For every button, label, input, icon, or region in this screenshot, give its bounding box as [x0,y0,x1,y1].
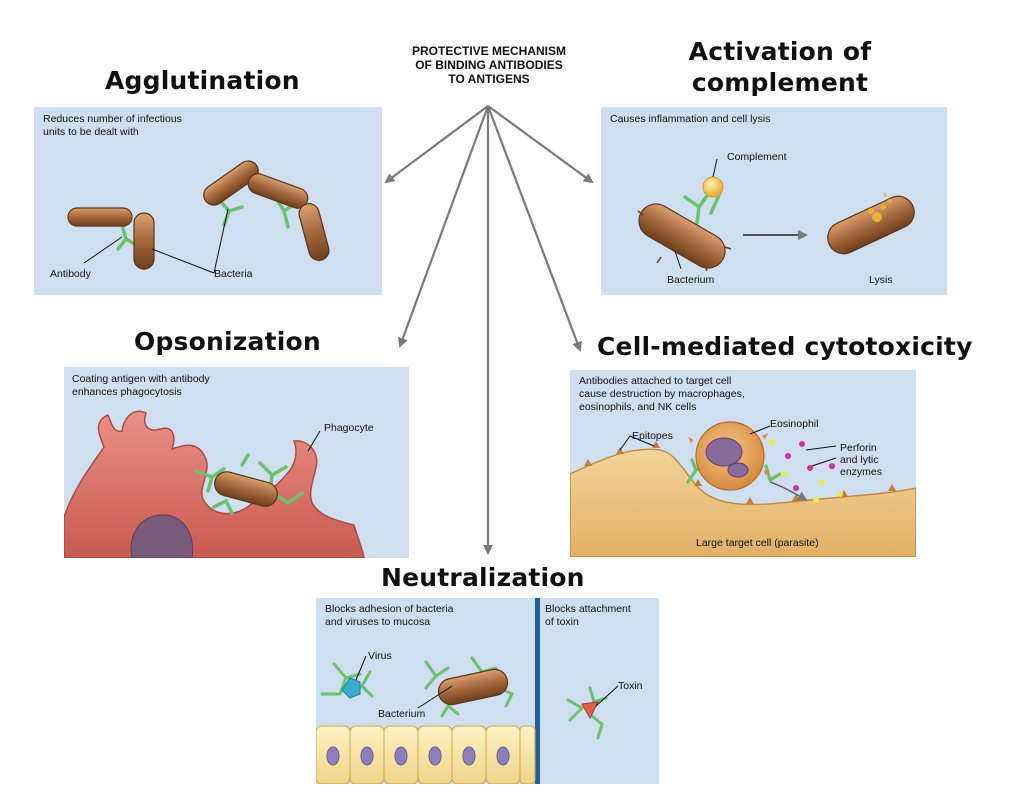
cytotoxicity-illustration [570,421,916,557]
mucosa-cells [316,725,536,784]
cytotoxicity-caption-line-2: cause destruction by macrophages, [579,388,745,400]
opsonization-panel: Coating antigen with antibody enhances p… [64,367,409,558]
perforin-label-line-2: and lytic [840,454,879,466]
agglutination-caption-line-2: units to be dealt with [43,126,139,138]
neutralization-caption-right: Blocks attachment of toxin [545,603,631,629]
complement-caption: Causes inflammation and cell lysis [610,113,771,125]
neutralization-caption-right-line-2: of toxin [545,616,579,628]
cytotoxicity-caption-line-1: Antibodies attached to target cell [579,375,732,387]
agglutination-leaders [83,208,229,274]
arrow-to-agglutination [384,105,489,184]
center-title: PROTECTIVE MECHANISM OF BINDING ANTIBODI… [380,44,598,86]
complement-title: Activation of complement [645,36,915,98]
complement-title-line-2: complement [691,68,869,97]
opsonization-illustration [64,410,365,558]
agglutination-title: Agglutination [105,66,300,95]
epitopes [584,441,896,504]
complement-protein [702,176,724,198]
virus-particle [341,677,361,699]
neutralization-bacterium [437,668,509,706]
complement-label-lysis: Lysis [869,274,893,286]
complement-illustration [637,158,915,272]
opsonization-caption: Coating antigen with antibody enhances p… [72,373,210,399]
phagocyte-nucleus [130,514,194,558]
neutralization-label-toxin: Toxin [618,680,643,692]
bacterium-rod [298,203,330,261]
agglutination-label-bacteria: Bacteria [214,268,253,280]
cytotoxicity-label-epitopes: Epitopes [632,430,673,442]
agglutination-label-antibody: Antibody [50,268,91,280]
perforin-label-line-3: enzymes [840,466,883,478]
bacterium-rod [247,173,309,209]
bacterium-rod [67,207,133,227]
agglutination-illustration [67,160,330,274]
bacterium-rod [203,160,259,206]
complement-label-bacterium: Bacterium [667,274,715,286]
neutralization-illustration [316,655,619,784]
neutralization-caption-right-line-1: Blocks attachment [545,603,631,615]
center-title-line-3: TO ANTIGENS [448,72,530,86]
cytotoxicity-caption: Antibodies attached to target cell cause… [579,375,745,414]
opsonization-bacterium [214,471,278,507]
agglutination-caption: Reduces number of infectious units to be… [43,113,182,139]
opsonization-caption-line-2: enhances phagocytosis [72,386,182,398]
neutralization-label-bacterium: Bacterium [378,708,426,720]
bacterium-rod [133,212,155,270]
arrow-to-cytotoxicity [486,105,582,352]
center-title-line-2: OF BINDING ANTIBODIES [415,58,563,72]
agglutination-panel: Reduces number of infectious units to be… [34,107,382,295]
cytotoxicity-title: Cell-mediated cytotoxicity [597,332,973,361]
neutralization-caption-left-line-2: and viruses to mucosa [325,616,431,628]
lysing-bacterium [827,195,915,255]
neutralization-panel: Blocks adhesion of bacteria and viruses … [316,598,659,784]
complement-label-complement: Complement [727,151,787,163]
center-title-line-1: PROTECTIVE MECHANISM [411,44,566,58]
cytotoxicity-label-eosinophil: Eosinophil [770,418,819,430]
neutralization-caption-left-line-1: Blocks adhesion of bacteria [325,603,454,615]
opsonization-title: Opsonization [134,327,321,356]
perforin-granules [769,439,843,503]
phagocyte-cell [64,410,365,558]
eosinophil-nucleus [705,437,743,467]
complement-panel: Causes inflammation and cell lysis [601,107,947,295]
toxin-molecule [581,701,599,720]
cytotoxicity-label-perforin: Perforin and lytic enzymes [840,442,882,478]
opsonization-caption-line-1: Coating antigen with antibody [72,373,210,385]
agglutination-caption-line-1: Reduces number of infectious [43,113,182,125]
neutralization-caption-left: Blocks adhesion of bacteria and viruses … [325,603,453,629]
opsonization-label-phagocyte: Phagocyte [324,422,374,434]
bacteria-group [67,160,330,270]
perforin-label-line-1: Perforin [840,442,877,454]
neutralization-title: Neutralization [381,563,585,592]
neutralization-label-virus: Virus [368,650,392,662]
arrow-to-complement [487,105,594,184]
cytotoxicity-caption-line-3: eosinophils, and NK cells [579,401,697,413]
complement-title-line-1: Activation of [688,37,872,66]
neutralization-divider [535,598,540,784]
cytotoxicity-label-target: Large target cell (parasite) [696,537,819,549]
arrow-to-opsonization [398,105,490,348]
target-cell [570,448,916,557]
cytotoxicity-panel: Antibodies attached to target cell cause… [570,370,916,557]
complement-bacterium [638,203,726,269]
